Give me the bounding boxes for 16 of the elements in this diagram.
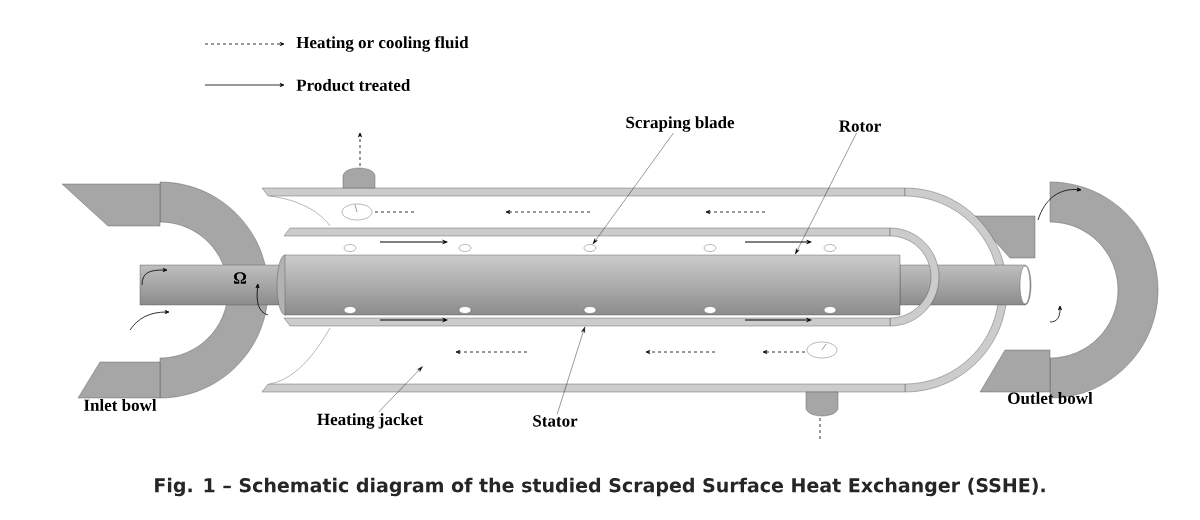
leader-line xyxy=(378,366,423,413)
part-label: Outlet bowl xyxy=(1008,392,1093,404)
legend-text: Heating or cooling fluid xyxy=(296,36,469,52)
legend-text: Product treated xyxy=(296,79,411,91)
part-label: Rotor xyxy=(839,120,881,132)
part-label: Scraping blade xyxy=(626,116,735,132)
leader-line xyxy=(592,132,674,245)
part-label: Inlet bowl xyxy=(84,399,157,411)
part-label: Stator xyxy=(533,415,578,427)
stator-tube xyxy=(283,227,940,327)
rotor xyxy=(276,254,901,316)
part-label: Heating jacket xyxy=(317,413,424,429)
caption: Fig. 1 – Schematic diagram of the studied Scraped Surface Heat Exchanger (SSHE). xyxy=(155,477,1045,497)
leader-line xyxy=(557,326,585,415)
part-label: Ω xyxy=(233,272,247,284)
leader-line xyxy=(795,132,857,255)
